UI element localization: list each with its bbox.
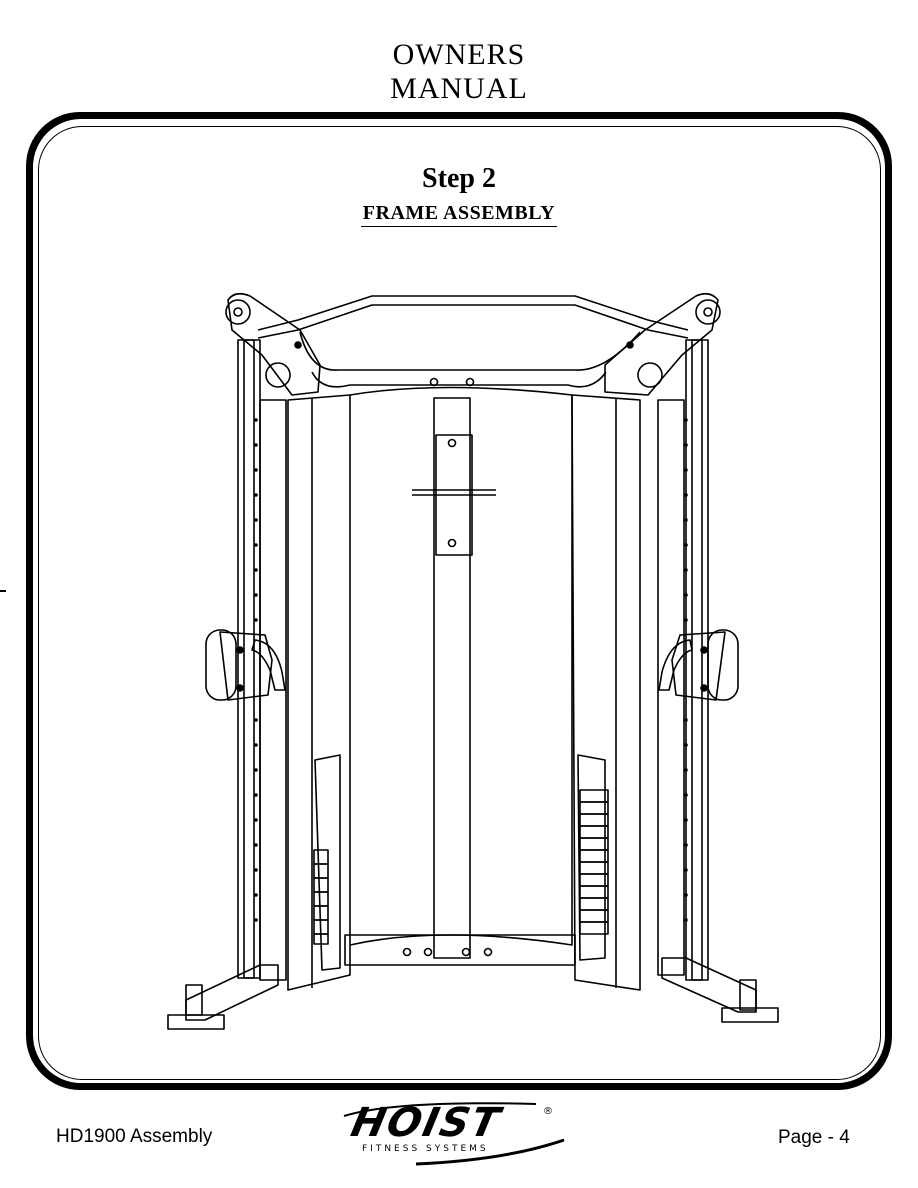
header-line-1: OWNERS bbox=[392, 38, 526, 71]
content-frame bbox=[26, 112, 892, 1090]
scan-mark bbox=[0, 590, 6, 592]
step-subtitle: FRAME ASSEMBLY bbox=[0, 202, 918, 227]
logo-wordmark: HOIST bbox=[347, 1100, 506, 1146]
step-title: Step 2 bbox=[422, 163, 496, 194]
footer-model-label: HD1900 Assembly bbox=[56, 1126, 213, 1147]
document-header: OWNERS MANUAL bbox=[0, 38, 918, 106]
logo-tagline: FITNESS SYSTEMS bbox=[362, 1144, 489, 1154]
page-number: Page - 4 bbox=[778, 1127, 850, 1148]
logo-swoosh-icon bbox=[343, 1102, 565, 1166]
header-line-2: MANUAL bbox=[390, 72, 528, 105]
registered-mark-icon: ® bbox=[543, 1106, 553, 1117]
hoist-logo: HOIST ® FITNESS SYSTEMS bbox=[336, 1098, 576, 1170]
functional-trainer-frame-illustration bbox=[167, 292, 779, 1030]
